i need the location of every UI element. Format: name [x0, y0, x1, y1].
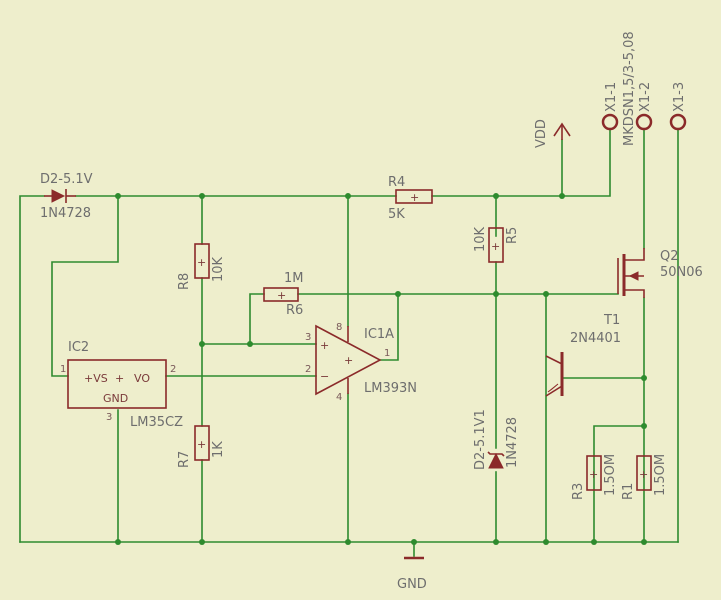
connector-value-label: MKDSN1,5/3-5,08 — [622, 31, 637, 146]
diode-d2[interactable]: D2-5.1V 1N4728 — [40, 172, 93, 221]
resistor-r1[interactable]: + R1 1.5OM — [621, 454, 668, 500]
r1-value-label: 1.5OM — [653, 454, 668, 496]
svg-text:+: + — [115, 372, 124, 385]
r6-name-label: R6 — [286, 303, 303, 318]
d2-value-label: 1N4728 — [40, 206, 91, 221]
svg-text:+: + — [277, 289, 286, 302]
ic2-vs-label: +VS — [84, 372, 108, 385]
transistor-t1[interactable]: T1 2N4401 — [545, 313, 621, 397]
t1-value-label: 2N4401 — [570, 331, 621, 346]
r4-value-label: 5K — [388, 207, 405, 222]
ic2-name-label: IC2 — [68, 340, 89, 355]
r7-name-label: R7 — [177, 451, 192, 468]
svg-text:+: + — [491, 240, 500, 253]
resistor-r7[interactable]: + R7 1K — [177, 425, 226, 468]
wires — [19, 129, 679, 557]
vdd-label: VDD — [534, 119, 549, 148]
ic2-gnd-label: GND — [103, 392, 128, 405]
r8-value-label: 10K — [211, 256, 226, 282]
svg-text:+: + — [589, 468, 598, 481]
ic2-vo-label: VO — [134, 372, 150, 385]
r5-name-label: R5 — [505, 227, 520, 244]
opamp-ic1a[interactable]: + − + 3 2 8 4 1 IC1A LM393N — [305, 322, 417, 403]
ic1a-name-label: IC1A — [364, 327, 394, 342]
ic2-pin3-label: 3 — [106, 412, 112, 423]
junctions — [115, 193, 647, 545]
zener-name-label: D2-5.1V1 — [473, 409, 488, 470]
r7-value-label: 1K — [211, 441, 226, 458]
ic2-pin1-label: 1 — [60, 364, 66, 375]
gnd-symbol[interactable]: GND — [397, 556, 427, 592]
r6-value-label: 1M — [284, 271, 304, 286]
svg-text:+: + — [410, 191, 419, 204]
svg-text:+: + — [197, 438, 206, 451]
d2-name-label: D2-5.1V — [40, 172, 93, 187]
ic1a-pin2-label: 2 — [305, 364, 311, 375]
ic1a-pin3-label: 3 — [305, 332, 311, 343]
svg-text:+: + — [320, 339, 329, 352]
svg-text:+: + — [344, 354, 353, 367]
r4-name-label: R4 — [388, 175, 405, 190]
q2-value-label: 50N06 — [660, 265, 703, 280]
svg-text:−: − — [320, 370, 329, 383]
ic1a-value-label: LM393N — [364, 381, 417, 396]
r3-name-label: R3 — [571, 483, 586, 500]
svg-text:+: + — [639, 468, 648, 481]
gnd-label: GND — [397, 577, 427, 592]
r8-name-label: R8 — [177, 273, 192, 290]
ic1a-pin8-label: 8 — [336, 322, 342, 333]
q2-name-label: Q2 — [660, 249, 679, 264]
ic2-pin2-label: 2 — [170, 364, 176, 375]
x1-1-label: X1-1 — [604, 82, 619, 112]
r5-value-label: 10K — [473, 226, 488, 252]
zener-d2[interactable]: D2-5.1V1 1N4728 — [473, 409, 520, 470]
resistor-r8[interactable]: + R8 10K — [177, 243, 226, 290]
x1-2-label: X1-2 — [638, 82, 653, 112]
ic2-value-label: LM35CZ — [130, 415, 183, 430]
resistor-r4[interactable]: + R4 5K — [388, 175, 433, 222]
ic2-sensor[interactable]: IC2 LM35CZ +VS + VO GND 1 2 3 — [60, 340, 183, 430]
r3-value-label: 1.5OM — [603, 454, 618, 496]
t1-name-label: T1 — [603, 313, 620, 328]
r1-name-label: R1 — [621, 483, 636, 500]
svg-text:+: + — [197, 256, 206, 269]
resistor-r6[interactable]: + 1M R6 — [263, 271, 304, 318]
mosfet-q2[interactable]: Q2 50N06 — [617, 248, 703, 298]
connector-x1[interactable]: X1-1 X1-2 X1-3 MKDSN1,5/3-5,08 — [601, 31, 687, 146]
x1-3-label: X1-3 — [672, 82, 687, 112]
vdd-symbol[interactable]: VDD — [534, 119, 571, 148]
zener-value-label: 1N4728 — [505, 417, 520, 468]
ic1a-pin1-label: 1 — [384, 348, 390, 359]
ic1a-pin4-label: 4 — [336, 392, 342, 403]
resistor-r5[interactable]: + 10K R5 — [473, 226, 520, 263]
resistor-r3[interactable]: + R3 1.5OM — [571, 454, 618, 500]
